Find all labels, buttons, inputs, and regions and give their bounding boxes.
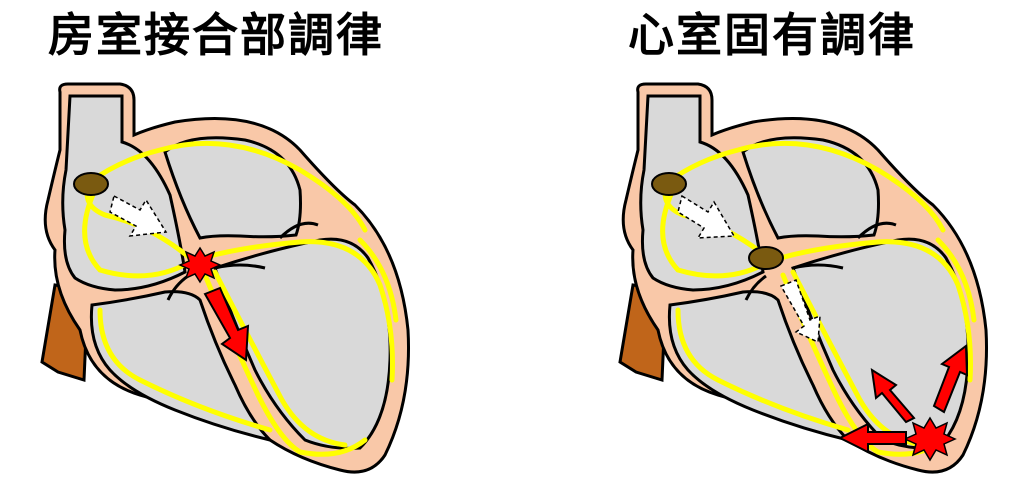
arrow-up-right bbox=[932, 344, 969, 414]
right-atrium bbox=[61, 94, 187, 292]
conduction-arrow-down bbox=[203, 286, 250, 362]
title-junctional-rhythm: 房室接合部調律 bbox=[48, 8, 384, 62]
sa-node bbox=[73, 172, 109, 196]
title-idioventricular-rhythm: 心室固有調律 bbox=[628, 8, 916, 62]
ectopic-burst bbox=[178, 246, 222, 284]
atrial-dashed-arrow bbox=[109, 194, 168, 237]
sa-node bbox=[651, 172, 687, 196]
left-atrium bbox=[163, 136, 302, 240]
av-node bbox=[748, 246, 784, 270]
heart-diagram-idioventricular bbox=[618, 82, 988, 474]
atrial-dashed-arrow bbox=[677, 194, 736, 239]
heart-diagram-junctional bbox=[40, 82, 410, 474]
septal-dashed-arrow bbox=[779, 279, 821, 344]
right-atrium bbox=[639, 94, 765, 292]
arrow-up-left bbox=[870, 368, 916, 424]
arrow-left bbox=[837, 422, 907, 454]
conduction-system bbox=[660, 140, 977, 457]
left-atrium bbox=[741, 136, 880, 240]
ectopic-burst bbox=[903, 416, 957, 462]
